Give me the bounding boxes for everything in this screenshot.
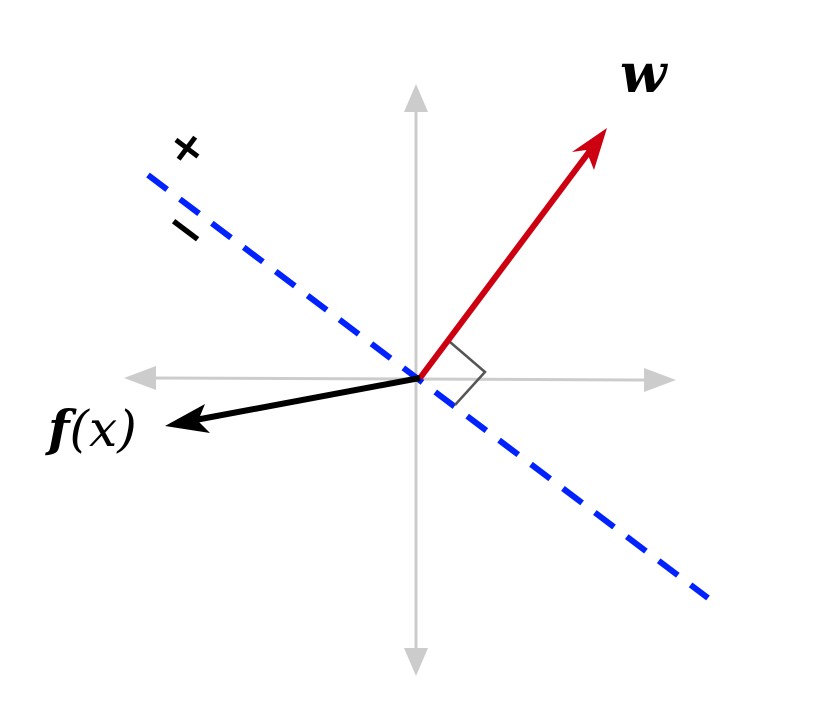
fx-arrowhead-icon xyxy=(165,404,210,433)
fx-vector xyxy=(165,375,421,433)
fx-label: f(x) xyxy=(45,399,137,458)
positive-side-label: + xyxy=(157,116,217,179)
axis-arrow-right-icon xyxy=(644,368,676,392)
svg-text:−: − xyxy=(153,195,219,264)
weight-arrowhead-icon xyxy=(572,128,607,170)
right-angle-marker xyxy=(449,341,487,406)
weight-label: w xyxy=(620,41,669,105)
axis-arrow-left-icon xyxy=(124,366,156,390)
axis-arrow-down-icon xyxy=(404,648,428,676)
svg-text:+: + xyxy=(157,116,217,179)
fx-label-arg: (x) xyxy=(70,400,137,458)
negative-side-label: − xyxy=(153,195,219,264)
decision-boundary xyxy=(146,172,710,601)
weight-vector xyxy=(417,128,607,380)
axis-arrow-up-icon xyxy=(404,84,428,112)
